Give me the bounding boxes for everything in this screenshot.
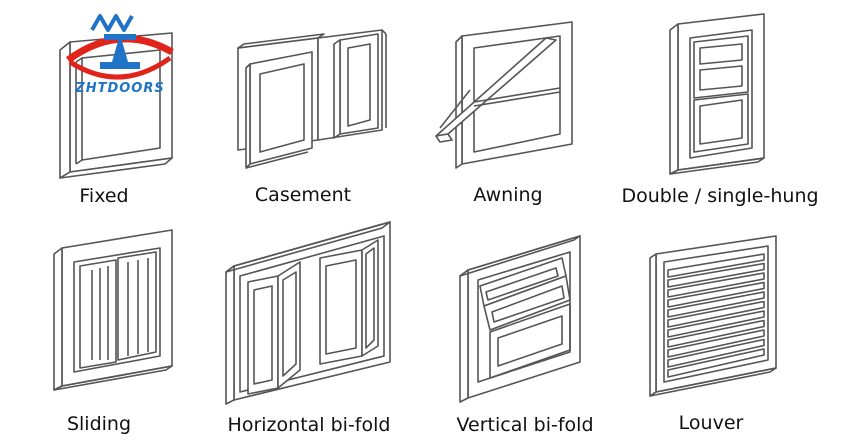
label-louver: Louver (678, 412, 744, 434)
awning-window-drawing (435, 21, 573, 169)
louver-slat (667, 348, 765, 378)
louver-slat (667, 338, 765, 368)
casement-window-drawing (237, 29, 387, 169)
label-double-single-hung: Double / single-hung (621, 185, 819, 207)
label-horizontal-bi-fold: Horizontal bi-fold (227, 414, 391, 436)
zhtdoors-logo: ZHTDOORS (65, 14, 174, 96)
label-fixed: Fixed (79, 185, 129, 207)
label-sliding: Sliding (66, 413, 132, 435)
louver-slat (667, 310, 765, 338)
label-awning: Awning (473, 184, 543, 206)
double-hung-window-drawing (669, 13, 765, 175)
louver-slat (667, 253, 765, 278)
louver-slat (667, 281, 765, 308)
louver-slat (667, 262, 765, 288)
sliding-window-drawing (53, 229, 173, 391)
logo-text: ZHTDOORS (74, 81, 164, 96)
fixed-window-drawing (59, 32, 173, 179)
horizontal-bifold-window-drawing (225, 221, 391, 405)
louver-window-drawing (649, 235, 777, 397)
louver-slat (667, 300, 765, 328)
louver-slat (667, 319, 765, 348)
label-vertical-bi-fold: Vertical bi-fold (456, 414, 594, 436)
louver-slat (667, 329, 765, 358)
louver-slat (667, 272, 765, 298)
louver-slat (667, 291, 765, 318)
vertical-bifold-window-drawing (459, 235, 581, 403)
label-casement: Casement (254, 184, 352, 206)
